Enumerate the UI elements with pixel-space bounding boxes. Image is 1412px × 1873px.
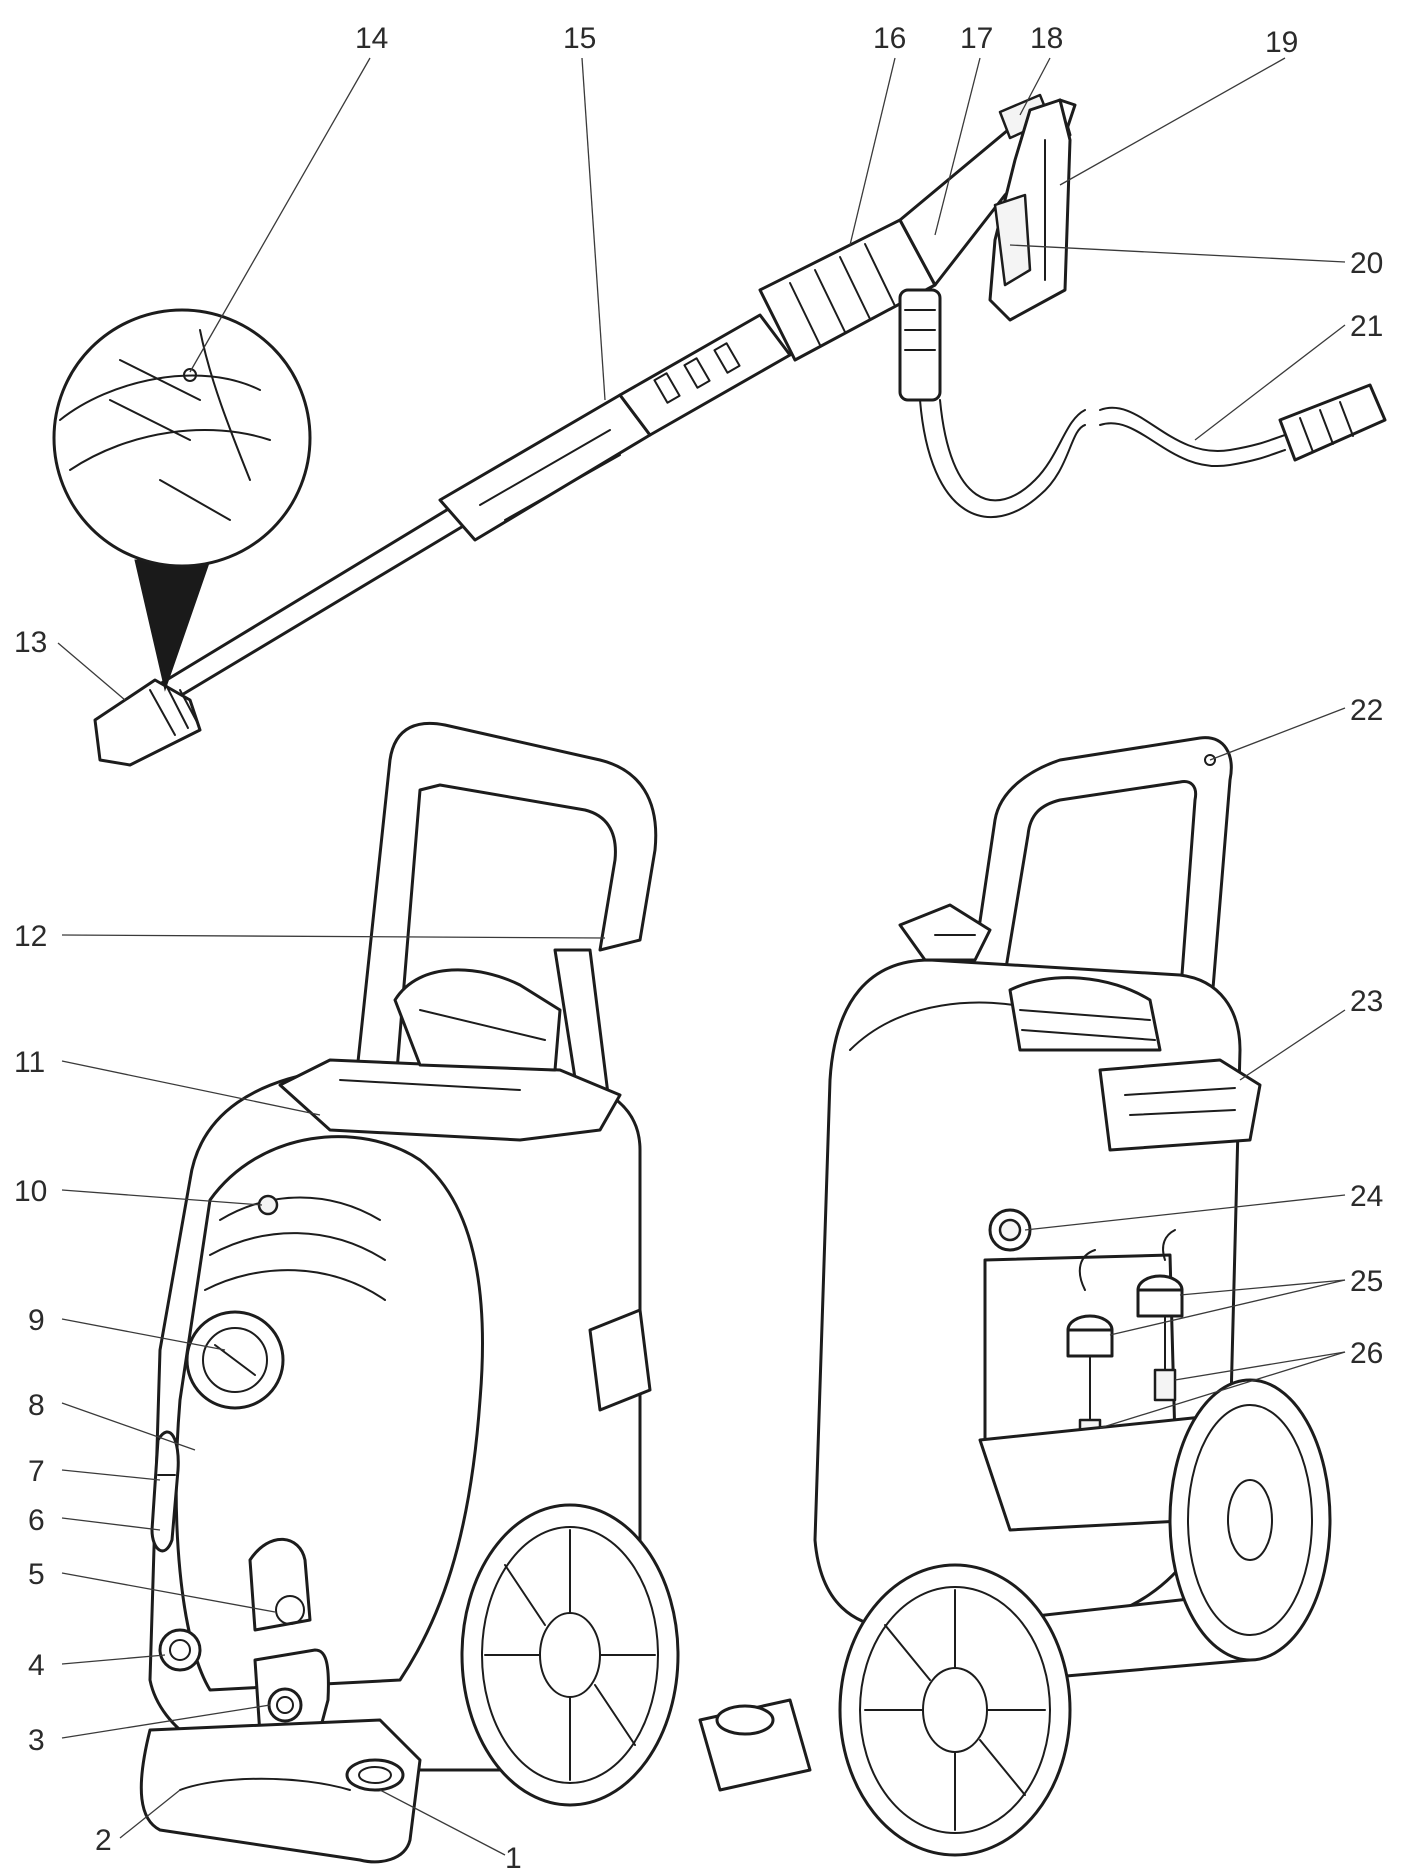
callout-22: 22 bbox=[1350, 694, 1383, 727]
trigger bbox=[993, 193, 1032, 287]
lance-grip bbox=[438, 313, 792, 542]
hose-connector bbox=[898, 288, 942, 402]
leader-9 bbox=[61, 1318, 226, 1351]
leader-5 bbox=[61, 1572, 276, 1613]
leader-24 bbox=[1024, 1194, 1346, 1231]
leader-26a bbox=[1174, 1351, 1346, 1381]
callout-11: 11 bbox=[14, 1046, 45, 1079]
rotating-collar bbox=[758, 218, 937, 362]
callout-13: 13 bbox=[14, 626, 47, 659]
leader-23 bbox=[1239, 1009, 1346, 1081]
leader-3 bbox=[61, 1704, 271, 1739]
leader-lines bbox=[57, 57, 1346, 1856]
callout-26: 26 bbox=[1350, 1337, 1383, 1370]
detergent-inlet bbox=[248, 1537, 312, 1632]
front-base bbox=[139, 1718, 422, 1864]
callout-16: 16 bbox=[873, 22, 906, 55]
callout-3: 3 bbox=[28, 1724, 45, 1757]
water-inlet bbox=[158, 1628, 202, 1672]
high-pressure-outlet bbox=[267, 1687, 303, 1723]
callout-2: 2 bbox=[95, 1824, 112, 1857]
high-pressure-hose bbox=[919, 383, 1387, 519]
main-switch bbox=[185, 1310, 285, 1410]
callout-17: 17 bbox=[960, 22, 993, 55]
rear-wheel-right bbox=[1168, 1378, 1332, 1662]
leader-22 bbox=[1209, 707, 1346, 761]
leader-19 bbox=[1059, 57, 1286, 186]
callout-24: 24 bbox=[1350, 1180, 1383, 1213]
leader-25a bbox=[1179, 1279, 1346, 1296]
callout-25: 25 bbox=[1350, 1265, 1383, 1298]
callout-labels: 1 2 3 4 5 6 7 8 9 10 11 12 13 14 15 16 1… bbox=[14, 22, 1383, 1873]
callout-6: 6 bbox=[28, 1504, 45, 1537]
side-storage bbox=[150, 1430, 180, 1553]
front-wheel bbox=[460, 1503, 680, 1807]
leader-13 bbox=[57, 642, 126, 701]
callout-18: 18 bbox=[1030, 22, 1063, 55]
nozzle bbox=[93, 678, 202, 767]
callout-15: 15 bbox=[563, 22, 596, 55]
leader-18 bbox=[1019, 57, 1051, 116]
callout-4: 4 bbox=[28, 1649, 45, 1682]
leader-12 bbox=[61, 934, 606, 939]
leader-21 bbox=[1194, 324, 1346, 441]
pressure-washer-rear-view bbox=[698, 736, 1332, 1857]
callout-9: 9 bbox=[28, 1304, 45, 1337]
leader-26b bbox=[1099, 1351, 1346, 1429]
callout-1: 1 bbox=[505, 1842, 522, 1873]
leader-11 bbox=[61, 1060, 321, 1116]
callout-7: 7 bbox=[28, 1455, 45, 1488]
leader-25b bbox=[1109, 1279, 1346, 1336]
front-main-body bbox=[148, 968, 652, 1772]
front-handle bbox=[353, 721, 658, 1112]
callout-12: 12 bbox=[14, 920, 47, 953]
callout-5: 5 bbox=[28, 1558, 45, 1591]
leader-16 bbox=[849, 57, 896, 246]
callout-19: 19 bbox=[1265, 26, 1298, 59]
leader-8 bbox=[61, 1402, 196, 1451]
leader-15 bbox=[581, 57, 606, 401]
leader-20 bbox=[1009, 244, 1346, 263]
rear-wheel-left bbox=[838, 1563, 1072, 1857]
spray-lance-assembly bbox=[93, 93, 1387, 767]
accessory-tray bbox=[1098, 1058, 1262, 1152]
callout-23: 23 bbox=[1350, 985, 1383, 1018]
detergent-caps bbox=[1066, 1229, 1184, 1358]
callout-10: 10 bbox=[14, 1175, 47, 1208]
callout-8: 8 bbox=[28, 1389, 45, 1422]
leader-7 bbox=[61, 1469, 161, 1481]
callout-21: 21 bbox=[1350, 310, 1383, 343]
leader-14 bbox=[189, 57, 371, 373]
leader-6 bbox=[61, 1517, 161, 1531]
leader-4 bbox=[61, 1654, 166, 1665]
leader-2 bbox=[119, 1789, 181, 1839]
callout-20: 20 bbox=[1350, 247, 1383, 280]
leader-17 bbox=[934, 57, 981, 236]
accessory-holder bbox=[345, 1758, 405, 1792]
leader-1 bbox=[379, 1789, 506, 1856]
detergent-selector bbox=[988, 1208, 1032, 1252]
pressure-washer-front-view bbox=[139, 721, 680, 1864]
callout-14: 14 bbox=[355, 22, 388, 55]
leader-10 bbox=[61, 1189, 263, 1206]
